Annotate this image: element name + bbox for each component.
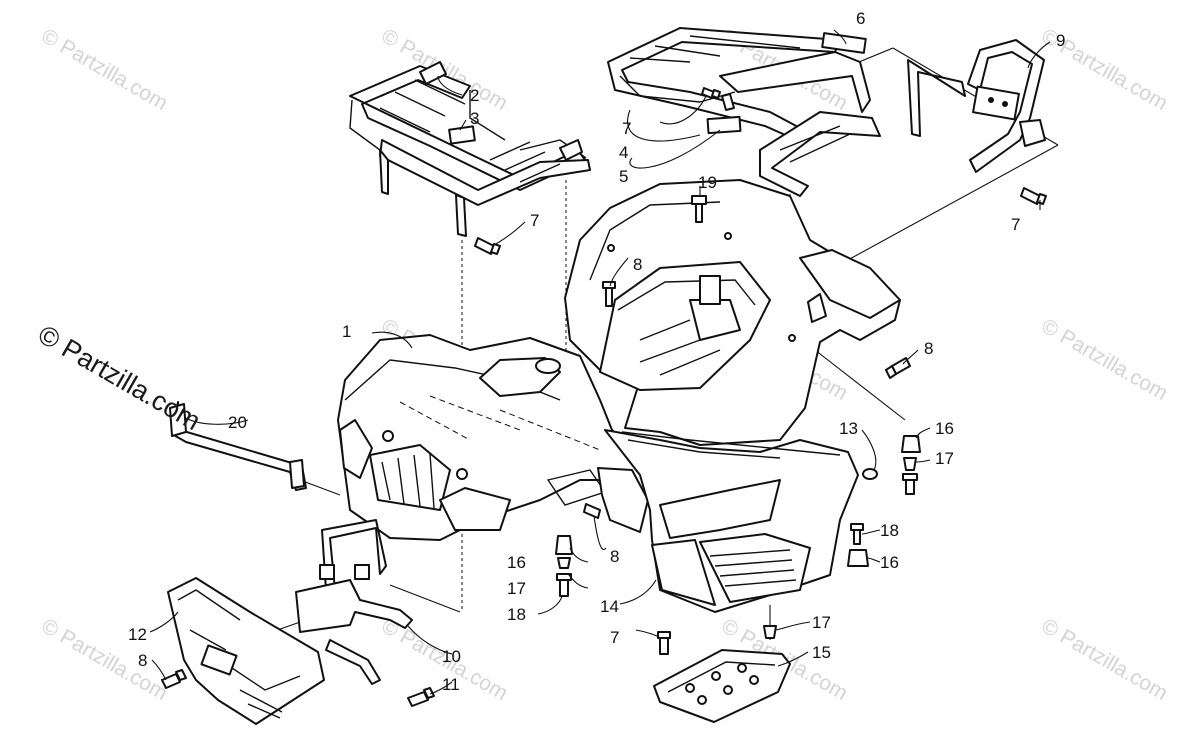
- callout-16: 16: [935, 419, 954, 438]
- washer-icon: [862, 468, 878, 480]
- callout-3: 3: [470, 109, 479, 128]
- callout-17: 17: [507, 579, 526, 598]
- callout-8: 8: [924, 339, 933, 358]
- callout-6: 6: [856, 9, 865, 28]
- callout-7: 7: [610, 628, 619, 647]
- callout-7: 7: [530, 211, 539, 230]
- callout-19: 19: [698, 173, 717, 192]
- callout-labels: 1 2 3 4 5 6 7 7 7 7 8 8 8 8 9 10 11 12 1…: [128, 9, 1065, 694]
- watermark-text: © Partzilla.com: [1038, 614, 1172, 705]
- bolt-icon: [691, 195, 707, 223]
- callout-15: 15: [812, 643, 831, 662]
- bolt-icon: [556, 573, 572, 597]
- callout-20: 20: [228, 413, 247, 432]
- front-bumper-bar: [169, 401, 307, 491]
- callout-13: 13: [839, 419, 858, 438]
- grommet-icon: [557, 557, 571, 569]
- grommet-icon: [763, 625, 777, 639]
- grommet-icon: [847, 549, 869, 567]
- callout-2: 2: [470, 86, 479, 105]
- front-body-panel: [337, 334, 661, 541]
- footrest-plate: [653, 649, 791, 723]
- hardware: [161, 87, 1047, 707]
- rear-hitch-bracket: [907, 39, 1046, 173]
- front-bumper-frame: [295, 519, 413, 685]
- callout-12: 12: [128, 625, 147, 644]
- callout-17: 17: [935, 449, 954, 468]
- grommet-icon: [555, 535, 573, 555]
- watermark-text: © Partzilla.com: [1038, 314, 1172, 405]
- bolt-icon: [161, 669, 187, 689]
- callout-8: 8: [138, 651, 147, 670]
- callout-14: 14: [600, 597, 619, 616]
- callout-8: 8: [633, 255, 642, 274]
- bolt-icon: [474, 237, 501, 255]
- bolt-icon: [902, 473, 918, 495]
- bolt-icon: [1020, 187, 1047, 205]
- watermark-text: © Partzilla.com: [38, 24, 172, 115]
- rear-rack-decal-lower: [706, 115, 742, 135]
- grommet-icon: [901, 435, 921, 453]
- bolt-icon: [701, 87, 721, 99]
- grommet-icon: [903, 457, 917, 471]
- front-rack-decal: [448, 125, 476, 145]
- callout-1: 1: [342, 322, 351, 341]
- callout-4: 4: [619, 143, 628, 162]
- bolt-icon: [583, 503, 601, 519]
- callout-8: 8: [610, 547, 619, 566]
- callout-5: 5: [619, 167, 628, 186]
- callout-11: 11: [442, 675, 460, 694]
- callout-10: 10: [442, 647, 461, 666]
- bolt-icon: [407, 687, 435, 707]
- callout-16: 16: [880, 553, 899, 572]
- callout-18: 18: [507, 605, 526, 624]
- callout-17: 17: [812, 613, 831, 632]
- callout-7: 7: [622, 119, 631, 138]
- watermark-text: © Partzilla.com: [38, 614, 172, 705]
- callout-18: 18: [880, 521, 899, 540]
- rear-rack-decal-upper: [821, 32, 867, 54]
- rear-body-panel: [564, 179, 901, 446]
- bolt-icon: [657, 631, 671, 655]
- bolt-icon: [850, 523, 864, 545]
- callout-9: 9: [1056, 31, 1065, 50]
- front-rack: [349, 61, 591, 237]
- front-skid-guard: [167, 577, 325, 725]
- leader-lines: [149, 29, 1051, 695]
- main-watermark: © Partzilla.com: [33, 319, 206, 436]
- bolt-icon: [885, 357, 911, 379]
- callout-7: 7: [1011, 215, 1020, 234]
- side-footwell-panel: [604, 429, 859, 613]
- callout-16: 16: [507, 553, 526, 572]
